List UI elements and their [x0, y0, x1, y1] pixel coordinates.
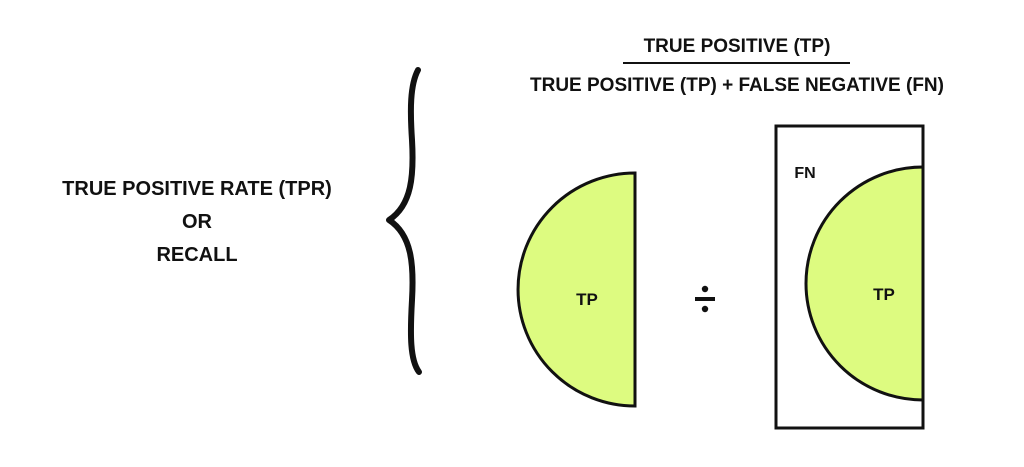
recall-label: RECALL [156, 244, 237, 266]
tp-box-label: TP [873, 285, 895, 304]
tp-half-disc-in-box [804, 165, 925, 402]
divide-icon [695, 285, 715, 313]
or-label: OR [182, 211, 213, 233]
formula-denominator: TRUE POSITIVE (TP) + FALSE NEGATIVE (FN) [530, 75, 944, 96]
tpr-label: TRUE POSITIVE RATE (TPR) [62, 178, 332, 200]
fn-label: FN [794, 165, 815, 182]
formula-numerator: TRUE POSITIVE (TP) [644, 36, 831, 57]
tp-label: TP [576, 290, 598, 309]
tp-half-disc [516, 171, 637, 408]
curly-brace [386, 67, 422, 375]
